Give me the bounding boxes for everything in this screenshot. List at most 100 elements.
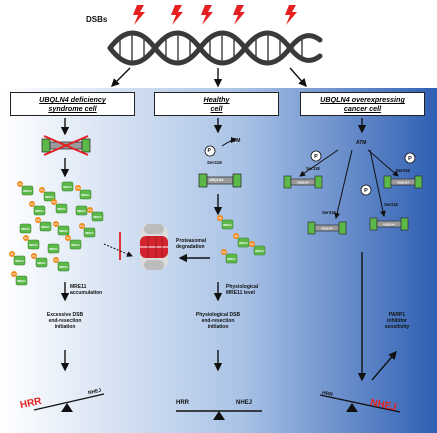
svg-text:Ub: Ub (52, 200, 56, 204)
lightning-icon (171, 5, 183, 25)
svg-text:MRE11: MRE11 (37, 261, 46, 265)
nhej-balanced-label: NHEJ (236, 400, 253, 406)
title-box-healthy: Healthy cell (154, 92, 279, 116)
parp1-sensitivity-label: PARP1 inhibitor sensitivity (384, 312, 410, 330)
svg-text:MRE11: MRE11 (17, 279, 26, 283)
svg-text:Ub: Ub (30, 202, 34, 206)
svg-text:P: P (314, 154, 318, 160)
ubqln4-protein: UBQLN4 (383, 175, 423, 189)
svg-text:Ub: Ub (40, 188, 44, 192)
svg-text:MRE11: MRE11 (41, 225, 50, 229)
phosphate-icon: P (404, 152, 416, 164)
balance-cancer (319, 394, 401, 413)
arrow-to-cancer (289, 67, 307, 88)
lightning-icon (201, 5, 213, 25)
dna-rungs (119, 35, 303, 61)
svg-text:Ub: Ub (222, 250, 226, 254)
balance-deficiency (33, 393, 105, 412)
lightning-icon (133, 5, 145, 25)
lightning-icon (233, 5, 245, 25)
svg-text:Ub: Ub (80, 224, 84, 228)
title-cancer-line1: UBQLN4 overexpressing (320, 95, 405, 104)
lightning-icons (133, 5, 297, 25)
phospho-p-healthy: P (207, 148, 211, 154)
title-deficiency-line2: syndrome cell (48, 104, 97, 113)
svg-text:MRE11: MRE11 (239, 241, 248, 245)
svg-text:Ub: Ub (10, 252, 14, 256)
svg-text:MRE11: MRE11 (255, 249, 264, 253)
svg-text:MRE11: MRE11 (57, 207, 66, 211)
ser318-label: Ser318 (306, 166, 320, 171)
svg-text:MRE11: MRE11 (35, 209, 44, 213)
ser318-label: Ser318 (396, 168, 410, 173)
svg-text:MRE11: MRE11 (63, 185, 72, 189)
outcome-deficiency-label: Excessive DSB end-resection initiation (46, 312, 84, 330)
phosphate-icon: P (360, 184, 372, 196)
svg-text:Ub: Ub (218, 216, 222, 220)
svg-text:MRE11: MRE11 (227, 257, 236, 261)
svg-text:Ub: Ub (234, 234, 238, 238)
svg-text:MRE11: MRE11 (59, 229, 68, 233)
svg-text:UBQLN4: UBQLN4 (383, 223, 395, 227)
svg-text:MRE11: MRE11 (223, 223, 232, 227)
phosphorylation-icon (204, 137, 237, 157)
svg-text:MRE11: MRE11 (15, 259, 24, 263)
svg-text:MRE11: MRE11 (71, 243, 80, 247)
svg-text:Ub: Ub (76, 186, 80, 190)
mre11-icon: MRE11 (47, 243, 60, 254)
title-box-deficiency: UBQLN4 deficiency syndrome cell (10, 92, 135, 116)
svg-text:Ub: Ub (66, 236, 70, 240)
svg-text:MRE11: MRE11 (21, 227, 30, 231)
dna-helix-icon (107, 30, 323, 66)
mre11-icon: MRE11 (75, 205, 88, 216)
atm-label-cancer: ATM (356, 140, 367, 146)
title-cancer-line2: cancer cell (343, 104, 382, 113)
proteasomal-degradation-label: Proteasomal degradation (176, 238, 207, 250)
svg-text:Ub: Ub (12, 272, 16, 276)
mre11-icon: MRE11 (19, 223, 32, 234)
ubqln4-deleted-icon (41, 135, 91, 156)
svg-text:Ub: Ub (24, 236, 28, 240)
svg-text:Ub: Ub (250, 242, 254, 246)
mre11-icon: MRE11 (61, 181, 74, 192)
title-healthy-line2: cell (210, 104, 223, 113)
hrr-balanced-label: HRR (176, 400, 189, 406)
outcome-healthy-label: Physiological DSB end-resection initiati… (195, 312, 241, 330)
physiological-mre11-label: Physiological MRE11 level (226, 284, 259, 296)
svg-text:Ub: Ub (54, 222, 58, 226)
dsb-label: DSBs (86, 15, 108, 24)
title-healthy-line1: Healthy (203, 95, 230, 104)
ubqln4-healthy-label: UBQLN4 (209, 178, 224, 182)
svg-text:MRE11: MRE11 (81, 193, 90, 197)
arrow-to-deficiency (111, 67, 131, 87)
lightning-icon (285, 5, 297, 25)
svg-text:UBQLN4: UBQLN4 (297, 181, 309, 185)
svg-text:UBQLN4: UBQLN4 (397, 181, 409, 185)
arrow-to-parp1 (371, 350, 397, 381)
svg-text:MRE11: MRE11 (23, 189, 32, 193)
ubqln4-protein: UBQLN4 (283, 175, 323, 189)
ubqln4-protein: UBQLN4 (369, 217, 409, 231)
svg-text:MRE11: MRE11 (45, 195, 54, 199)
svg-text:MRE11: MRE11 (77, 209, 86, 213)
svg-text:MRE11: MRE11 (93, 215, 102, 219)
svg-text:MRE11: MRE11 (59, 265, 68, 269)
svg-text:UBQLN4: UBQLN4 (321, 227, 333, 231)
background-gradient (0, 88, 437, 433)
mre11-cluster: MRE11UbMRE11UbMRE11MRE11UbMRE11UbMRE11Ub… (9, 181, 104, 286)
